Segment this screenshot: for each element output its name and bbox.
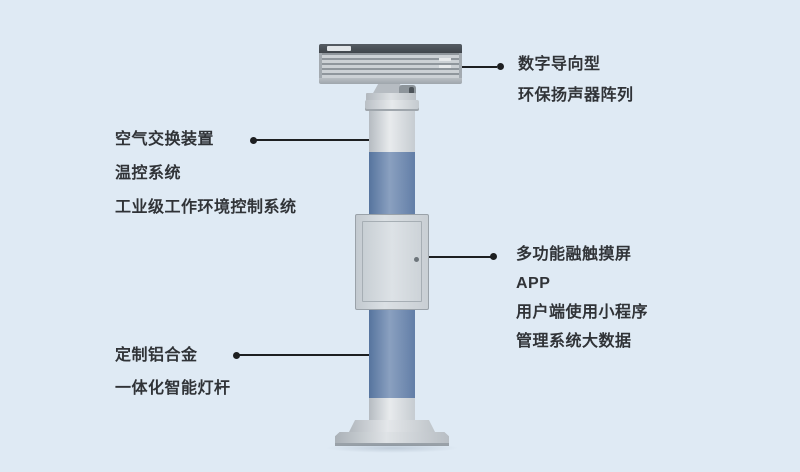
- callout-text-pole: 定制铝合金 一体化智能灯杆: [115, 339, 231, 405]
- callout-touchscreen-line-3: 用户端使用小程序: [516, 304, 649, 321]
- callout-speaker-line-2: 环保扬声器阵列: [518, 87, 634, 104]
- pole-section-gray-lower: [369, 398, 415, 420]
- pole-base-upper-step: [349, 420, 435, 432]
- speaker-control-marks: [439, 58, 451, 61]
- pole-top-cap: [365, 100, 419, 111]
- callout-touchscreen-line-4: 管理系统大数据: [516, 333, 632, 350]
- callout-dot-touchscreen: [490, 253, 497, 260]
- callout-line-pole: [239, 354, 369, 356]
- callout-touchscreen-line-2: APP: [516, 275, 551, 292]
- callout-line-speaker: [462, 66, 497, 68]
- pole-section-blue-upper: [369, 152, 415, 214]
- speaker-mount-bracket: [372, 84, 406, 95]
- callout-text-speaker: 数字导向型 环保扬声器阵列: [518, 49, 634, 111]
- callout-dot-pole: [233, 352, 240, 359]
- pole-base-shadow: [325, 443, 459, 453]
- callout-touchscreen-line-1: 多功能融触摸屏: [516, 246, 632, 263]
- callout-environment-line-2: 温控系统: [115, 165, 182, 182]
- camera-lens-icon: [409, 87, 414, 94]
- pole-section-blue-lower: [369, 310, 415, 398]
- callout-text-environment: 空气交换装置 温控系统 工业级工作环境控制系统: [115, 123, 297, 225]
- speaker-grille: [319, 53, 462, 78]
- pole-base-lower-step: [335, 432, 449, 446]
- callout-pole-line-2: 一体化智能灯杆: [115, 380, 231, 397]
- callout-line-touchscreen: [429, 256, 491, 258]
- camera-unit: [399, 85, 416, 96]
- callout-speaker-line-1: 数字导向型: [518, 56, 601, 73]
- touchscreen-cabinet: [355, 214, 429, 310]
- speaker-top-panel: [319, 44, 462, 53]
- callout-dot-speaker: [497, 63, 504, 70]
- cabinet-door: [362, 221, 422, 302]
- pole-section-gray-upper: [369, 111, 415, 152]
- callout-pole-line-1: 定制铝合金: [115, 347, 198, 364]
- callout-text-touchscreen: 多功能融触摸屏 APP 用户端使用小程序 管理系统大数据: [516, 240, 648, 356]
- callout-environment-line-1: 空气交换装置: [115, 131, 215, 148]
- speaker-base-panel: [319, 78, 462, 84]
- callout-dot-environment: [250, 137, 257, 144]
- callout-environment-line-3: 工业级工作环境控制系统: [115, 199, 297, 216]
- cabinet-lock-icon: [414, 257, 419, 262]
- callout-line-environment: [256, 139, 369, 141]
- mount-plate: [366, 93, 416, 101]
- speaker-brand-label: [327, 46, 351, 51]
- speaker-array: [319, 44, 462, 84]
